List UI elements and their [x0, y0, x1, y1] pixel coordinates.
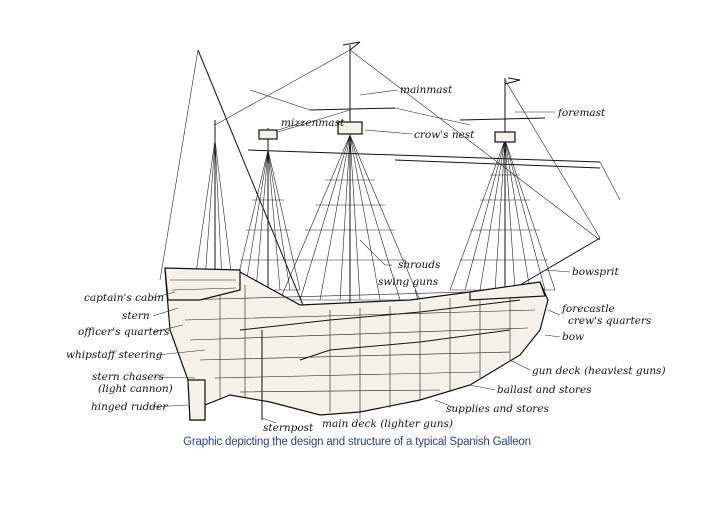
label-shrouds: shrouds [398, 259, 441, 271]
rigging-shrouds [159, 49, 621, 301]
label-ballast: ballast and stores [497, 384, 592, 396]
label-bowsprit: bowsprit [572, 266, 620, 278]
label-captains-cabin: captain's cabin [84, 292, 164, 304]
hull [164, 267, 549, 421]
label-mizzenmast: mizzenmast [281, 117, 345, 129]
label-supplies: supplies and stores [446, 403, 549, 415]
label-bow: bow [562, 331, 584, 343]
label-stern-chasers-note: (light cannon) [98, 383, 173, 395]
label-main-deck: main deck (lighter guns) [322, 418, 453, 430]
labels: mainmast foremast mizzenmast crow's nest… [66, 84, 666, 434]
yards [247, 107, 601, 169]
label-mainmast: mainmast [400, 84, 453, 96]
label-sternpost: sternpost [263, 422, 314, 434]
figure-caption: Graphic depicting the design and structu… [183, 436, 531, 448]
label-crows-nest: crow's nest [414, 129, 475, 141]
label-officers-quarters: officer's quarters [78, 326, 170, 338]
crows-nests [258, 41, 521, 143]
label-foremast: foremast [557, 107, 606, 119]
label-swing-guns: swing guns [378, 276, 439, 288]
label-hinged-rudder: hinged rudder [91, 401, 168, 413]
label-whipstaff: whipstaff steering [66, 349, 163, 361]
masts [197, 45, 601, 330]
label-stern-chasers: stern chasers [92, 371, 164, 383]
label-forecastle: forecastle [561, 303, 615, 315]
label-stern: stern [122, 310, 150, 322]
label-gun-deck: gun deck (heaviest guns) [532, 365, 666, 377]
leader-lines [151, 89, 571, 424]
label-crews-quarters: crew's quarters [568, 315, 652, 327]
